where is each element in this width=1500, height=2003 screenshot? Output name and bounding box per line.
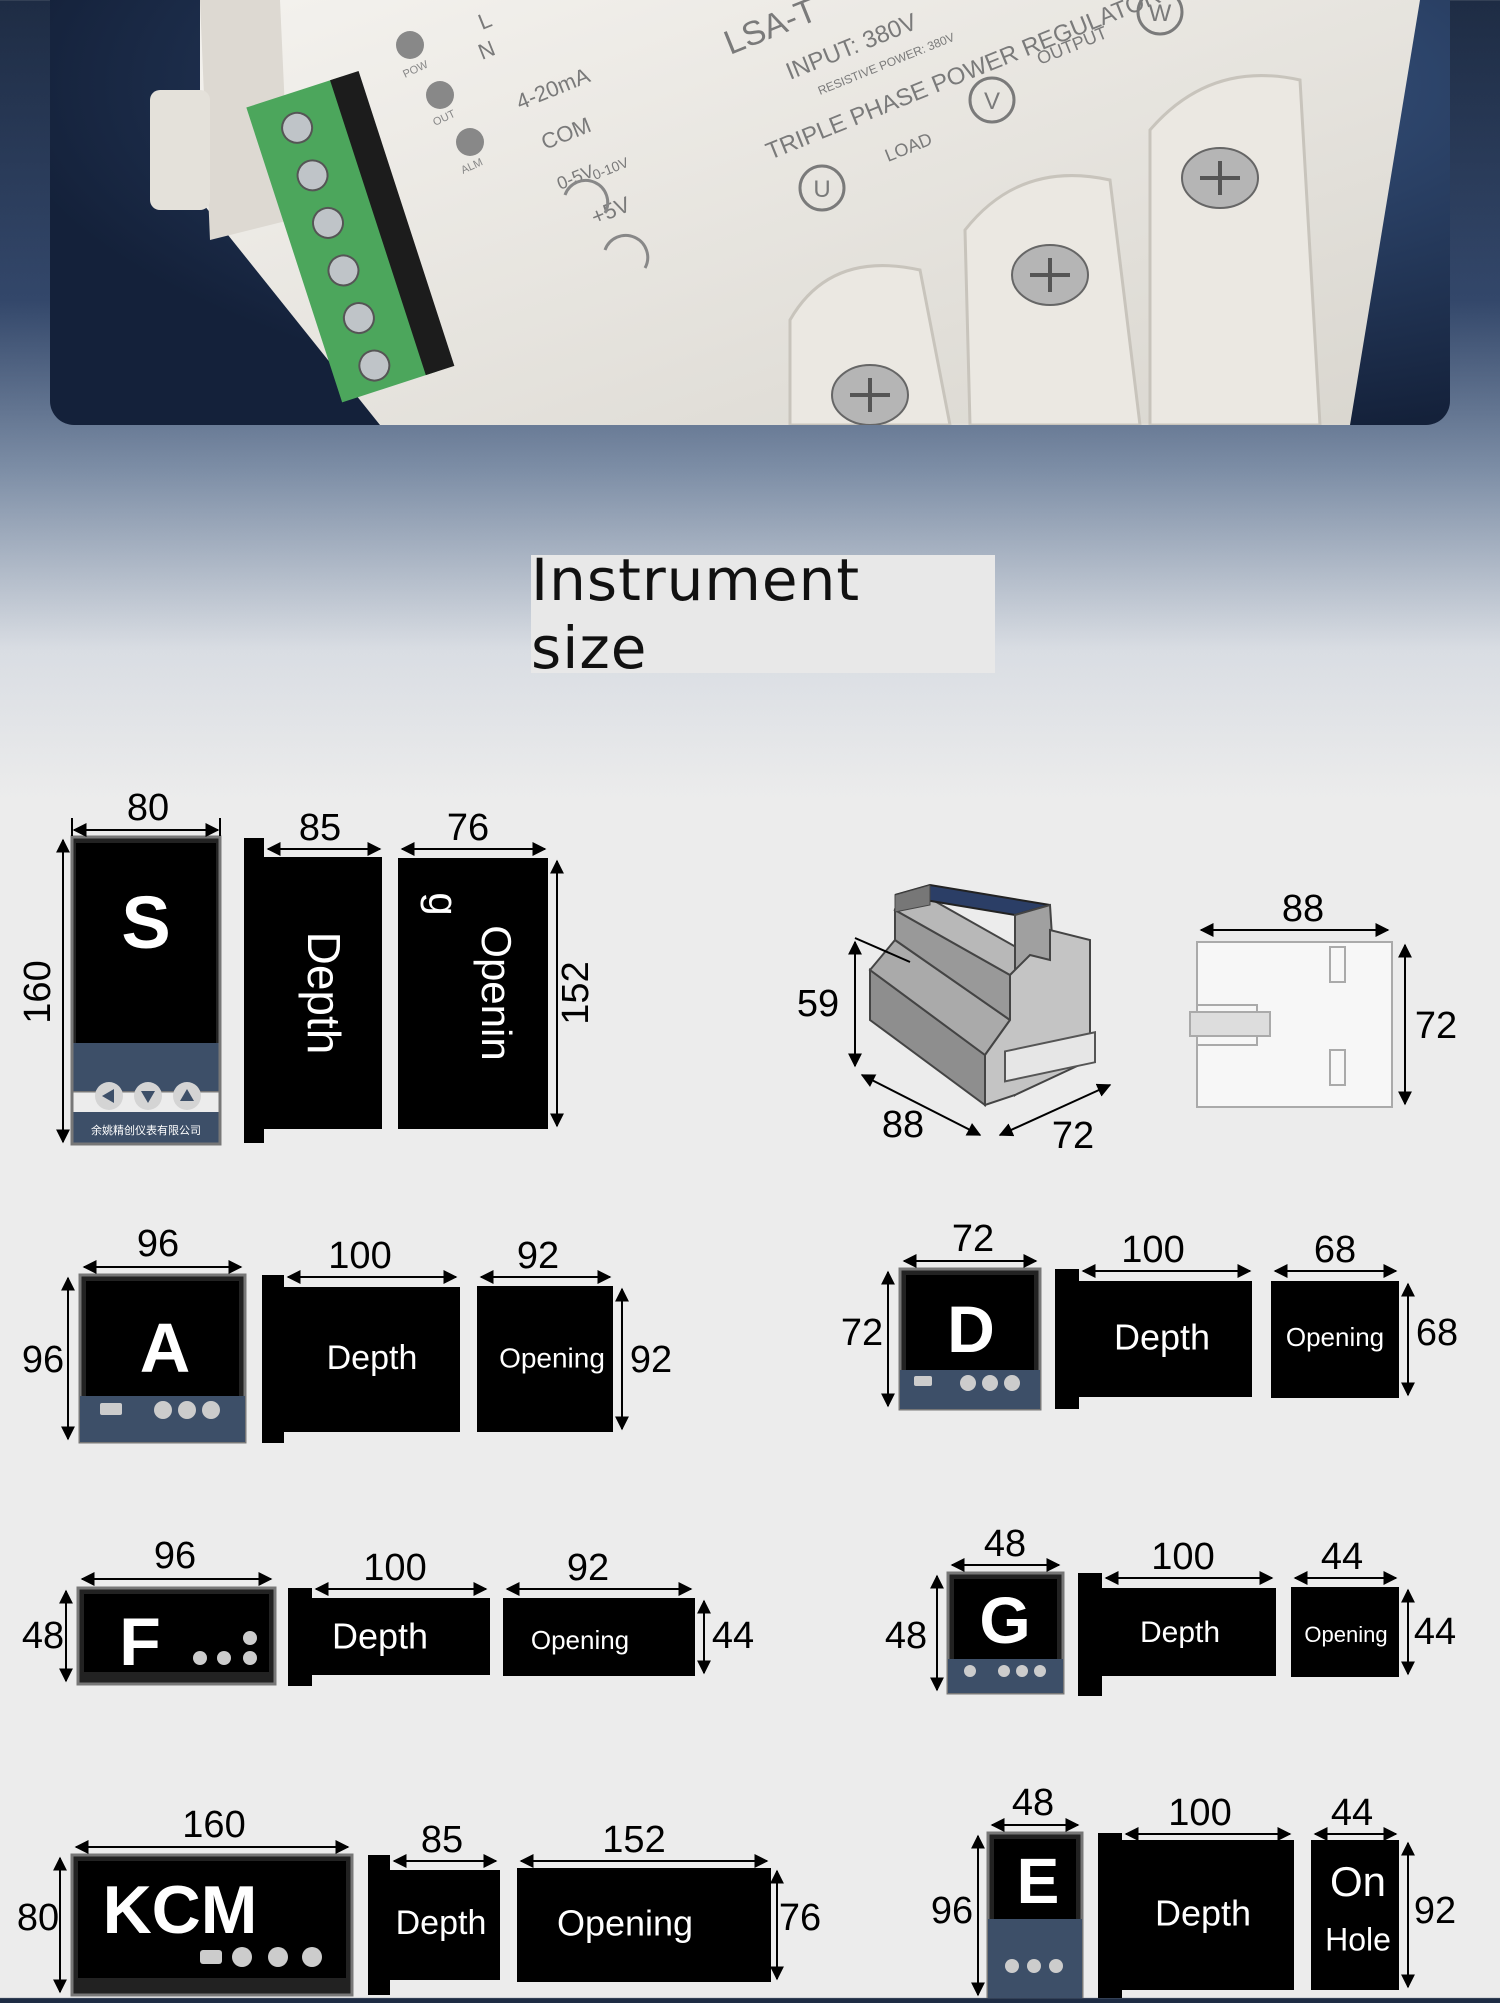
g-opening-h-label: 44 [1414, 1611, 1456, 1653]
instrument-size-drawings: 余姚精创仪表有限公司 余姚精创仪表有限公司 S 80 160 Depth 85 … [0, 730, 1500, 2000]
e-letter: E [1017, 1845, 1060, 1917]
f-depth-text: Depth [332, 1616, 428, 1657]
g-depth-text: Depth [1140, 1616, 1220, 1649]
d-opening-h-label: 68 [1416, 1312, 1458, 1354]
g-width-label: 48 [984, 1523, 1026, 1565]
f-letter: F [119, 1604, 161, 1680]
s-height-label: 160 [17, 960, 59, 1023]
d-opening-text: Opening [1286, 1322, 1384, 1352]
g-opening-w-label: 44 [1321, 1536, 1363, 1578]
a-opening-h-label: 92 [630, 1339, 672, 1381]
f-opening-w-label: 92 [567, 1547, 609, 1589]
din-height-label: 59 [797, 983, 839, 1025]
a-depth-label: 100 [328, 1235, 391, 1277]
a-opening-w-label: 92 [517, 1235, 559, 1277]
a-opening-text: Opening [499, 1342, 605, 1373]
d-depth-label: 100 [1121, 1229, 1184, 1271]
g-depth-label: 100 [1151, 1536, 1214, 1578]
din-rail-top-view [1189, 941, 1393, 1108]
section-title: Instrument size [531, 546, 995, 682]
phase-u: U [813, 176, 830, 203]
kcm-depth-text: Depth [396, 1904, 487, 1942]
a-letter: A [140, 1309, 191, 1387]
d-depth-text: Depth [1114, 1317, 1210, 1358]
din-top-width-label: 72 [1415, 1005, 1457, 1047]
d-height-label: 72 [841, 1312, 883, 1354]
g-opening-text: Opening [1304, 1622, 1387, 1647]
din-rail-3d [868, 883, 1096, 1107]
power-regulator-image: POW OUT ALM L N 4-20mA COM 0-5V 0-10V +5… [150, 0, 1420, 425]
f-height-label: 48 [22, 1615, 64, 1657]
instrument-d: D [898, 1267, 1042, 1411]
s-company-label: 余姚精创仪表有限公司 [91, 1123, 201, 1137]
s-letter: S [121, 881, 170, 964]
g-letter: G [979, 1583, 1030, 1657]
product-photo: POW OUT ALM L N 4-20mA COM 0-5V 0-10V +5… [50, 0, 1450, 425]
din-width-label: 72 [1052, 1115, 1094, 1157]
f-opening-h-label: 44 [712, 1615, 754, 1657]
e-depth-label: 100 [1168, 1792, 1231, 1834]
page-title: Instrument size [531, 546, 861, 682]
s-opening-line2: g [420, 892, 467, 915]
e-depth-text: Depth [1155, 1893, 1251, 1934]
s-opening-w-label: 76 [447, 807, 489, 849]
e-opening-line1: On [1330, 1858, 1386, 1905]
instrument-f: F [76, 1586, 277, 1686]
d-width-label: 72 [952, 1218, 994, 1260]
f-depth-label: 100 [363, 1547, 426, 1589]
a-depth-text: Depth [327, 1339, 418, 1377]
s-width-label: 80 [127, 787, 169, 829]
kcm-width-label: 160 [182, 1804, 245, 1846]
a-height-label: 96 [22, 1339, 64, 1381]
e-width-label: 48 [1012, 1782, 1054, 1824]
din-top-length-label: 88 [1282, 888, 1324, 930]
s-company-strip [72, 1112, 220, 1144]
e-height-label: 96 [931, 1890, 973, 1932]
instrument-kcm: KCM [70, 1853, 354, 1997]
s-depth-label: 85 [299, 807, 341, 849]
instrument-a: A [78, 1273, 247, 1444]
kcm-height-label: 80 [17, 1897, 59, 1939]
g-height-label: 48 [885, 1615, 927, 1657]
e-opening-line2: Hole [1325, 1921, 1391, 1957]
kcm-opening-w-label: 152 [602, 1819, 665, 1861]
d-opening-w-label: 68 [1314, 1229, 1356, 1271]
e-opening-h-label: 92 [1414, 1890, 1456, 1932]
phase-v: V [984, 88, 1000, 115]
e-opening-w-label: 44 [1331, 1792, 1373, 1834]
phase-w: W [1149, 0, 1172, 27]
instrument-s [70, 835, 222, 1093]
instrument-g: G [946, 1571, 1065, 1695]
f-opening-text: Opening [531, 1625, 629, 1655]
s-depth-text: Depth [298, 932, 350, 1055]
a-width-label: 96 [137, 1223, 179, 1265]
s-opening-line1: Openin [473, 925, 520, 1060]
kcm-letter: KCM [103, 1872, 258, 1948]
f-width-label: 96 [154, 1535, 196, 1577]
kcm-opening-h-label: 76 [779, 1897, 821, 1939]
din-length-label: 88 [882, 1104, 924, 1146]
s-opening-h-label: 152 [555, 961, 597, 1024]
kcm-depth-label: 85 [421, 1819, 463, 1861]
instrument-e: E [986, 1831, 1084, 2000]
d-letter: D [947, 1292, 995, 1366]
kcm-opening-text: Opening [557, 1903, 693, 1944]
